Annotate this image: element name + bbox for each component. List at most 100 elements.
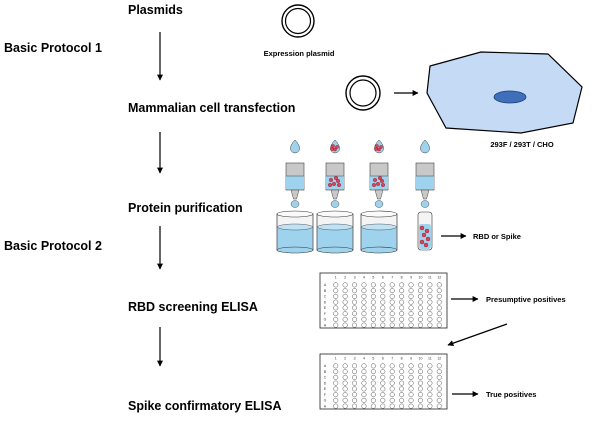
plate-column-label: 6 xyxy=(382,276,384,280)
plate-well xyxy=(417,288,423,294)
purification-columns xyxy=(276,139,435,254)
plate-row-label: F xyxy=(324,393,326,397)
plate-well xyxy=(333,380,339,386)
step-plasmids: Plasmids xyxy=(128,3,183,17)
plate-row-label: A xyxy=(324,283,327,287)
plate-column-label: 8 xyxy=(401,357,403,361)
plate-column-label: 12 xyxy=(437,276,441,280)
plate-well xyxy=(342,392,348,398)
plate-well xyxy=(408,311,414,317)
plate-well xyxy=(408,363,414,369)
plate-column-label: 9 xyxy=(410,276,412,280)
plate-well xyxy=(380,397,386,403)
plate-well xyxy=(361,322,367,328)
protocol-label-2: Basic Protocol 2 xyxy=(4,239,102,253)
plate-well xyxy=(436,311,442,317)
cell-lines-label: 293F / 293T / CHO xyxy=(490,140,554,149)
plate-well xyxy=(408,392,414,398)
plate-column-label: 3 xyxy=(354,276,356,280)
plate-well xyxy=(342,397,348,403)
plate-well xyxy=(417,386,423,392)
plate-row-label: E xyxy=(324,387,327,391)
plate-well xyxy=(417,374,423,380)
plate-well xyxy=(408,397,414,403)
plate-well xyxy=(370,311,376,317)
plate-column-label: 3 xyxy=(354,357,356,361)
plasmid-icon xyxy=(281,4,315,38)
plate-well xyxy=(389,299,395,305)
plate-well xyxy=(417,282,423,288)
plate-well xyxy=(352,288,358,294)
plate-well xyxy=(399,369,405,375)
plate-well xyxy=(361,363,367,369)
plate-column-label: 2 xyxy=(344,357,346,361)
plate-well xyxy=(427,282,433,288)
plate-well xyxy=(436,322,442,328)
plate-column-label: 11 xyxy=(428,276,432,280)
plate-well xyxy=(427,374,433,380)
plate-well xyxy=(352,397,358,403)
plate-well xyxy=(436,316,442,322)
plate-well xyxy=(333,311,339,317)
plate-well xyxy=(389,316,395,322)
plate-well xyxy=(427,397,433,403)
plate-well xyxy=(342,322,348,328)
plate-well xyxy=(389,374,395,380)
plate-well xyxy=(408,369,414,375)
plate-well xyxy=(436,293,442,299)
plate-well xyxy=(408,305,414,311)
plate-well xyxy=(370,374,376,380)
plate-well xyxy=(389,311,395,317)
plate-well xyxy=(427,316,433,322)
plate-well xyxy=(380,293,386,299)
plate-well xyxy=(352,363,358,369)
plate-well xyxy=(436,380,442,386)
step-spike-elisa: Spike confirmatory ELISA xyxy=(128,399,282,413)
plate-row-label: G xyxy=(324,399,327,403)
plate-well xyxy=(333,397,339,403)
plate-well xyxy=(333,363,339,369)
plate-column-label: 10 xyxy=(419,357,423,361)
step-transfection: Mammalian cell transfection xyxy=(128,101,295,115)
plate-well xyxy=(342,380,348,386)
plate-row-label: H xyxy=(324,323,327,327)
plate-well xyxy=(361,299,367,305)
plate-well xyxy=(342,288,348,294)
plate-well xyxy=(436,363,442,369)
plate-well xyxy=(399,397,405,403)
plate-well xyxy=(361,288,367,294)
plate-well xyxy=(370,397,376,403)
plate-well xyxy=(417,322,423,328)
purified-protein-label: RBD or Spike xyxy=(473,232,521,241)
plate-column-label: 9 xyxy=(410,357,412,361)
plate-well xyxy=(333,374,339,380)
plate-well xyxy=(352,311,358,317)
sample-droplet xyxy=(420,139,430,154)
plate-well xyxy=(399,380,405,386)
plate-well xyxy=(333,316,339,322)
plate-well xyxy=(380,288,386,294)
plate-column-label: 5 xyxy=(372,276,374,280)
plate-column-label: 1 xyxy=(335,276,337,280)
plate-well xyxy=(389,369,395,375)
plate-column-label: 6 xyxy=(382,357,384,361)
plate-well xyxy=(399,299,405,305)
plate-well xyxy=(380,316,386,322)
plate-row-label: D xyxy=(324,381,327,385)
plate-well xyxy=(389,293,395,299)
plate-well xyxy=(370,369,376,375)
plate-well xyxy=(361,397,367,403)
plate-well xyxy=(361,311,367,317)
plate-well xyxy=(380,369,386,375)
plate-well xyxy=(342,305,348,311)
plate-well xyxy=(389,322,395,328)
plate-well xyxy=(342,386,348,392)
plate-well xyxy=(417,293,423,299)
plate-well xyxy=(361,316,367,322)
plate-column-label: 7 xyxy=(391,357,393,361)
plate-well xyxy=(417,403,423,409)
plate-well xyxy=(352,403,358,409)
plate-well xyxy=(436,305,442,311)
plate-well xyxy=(399,322,405,328)
